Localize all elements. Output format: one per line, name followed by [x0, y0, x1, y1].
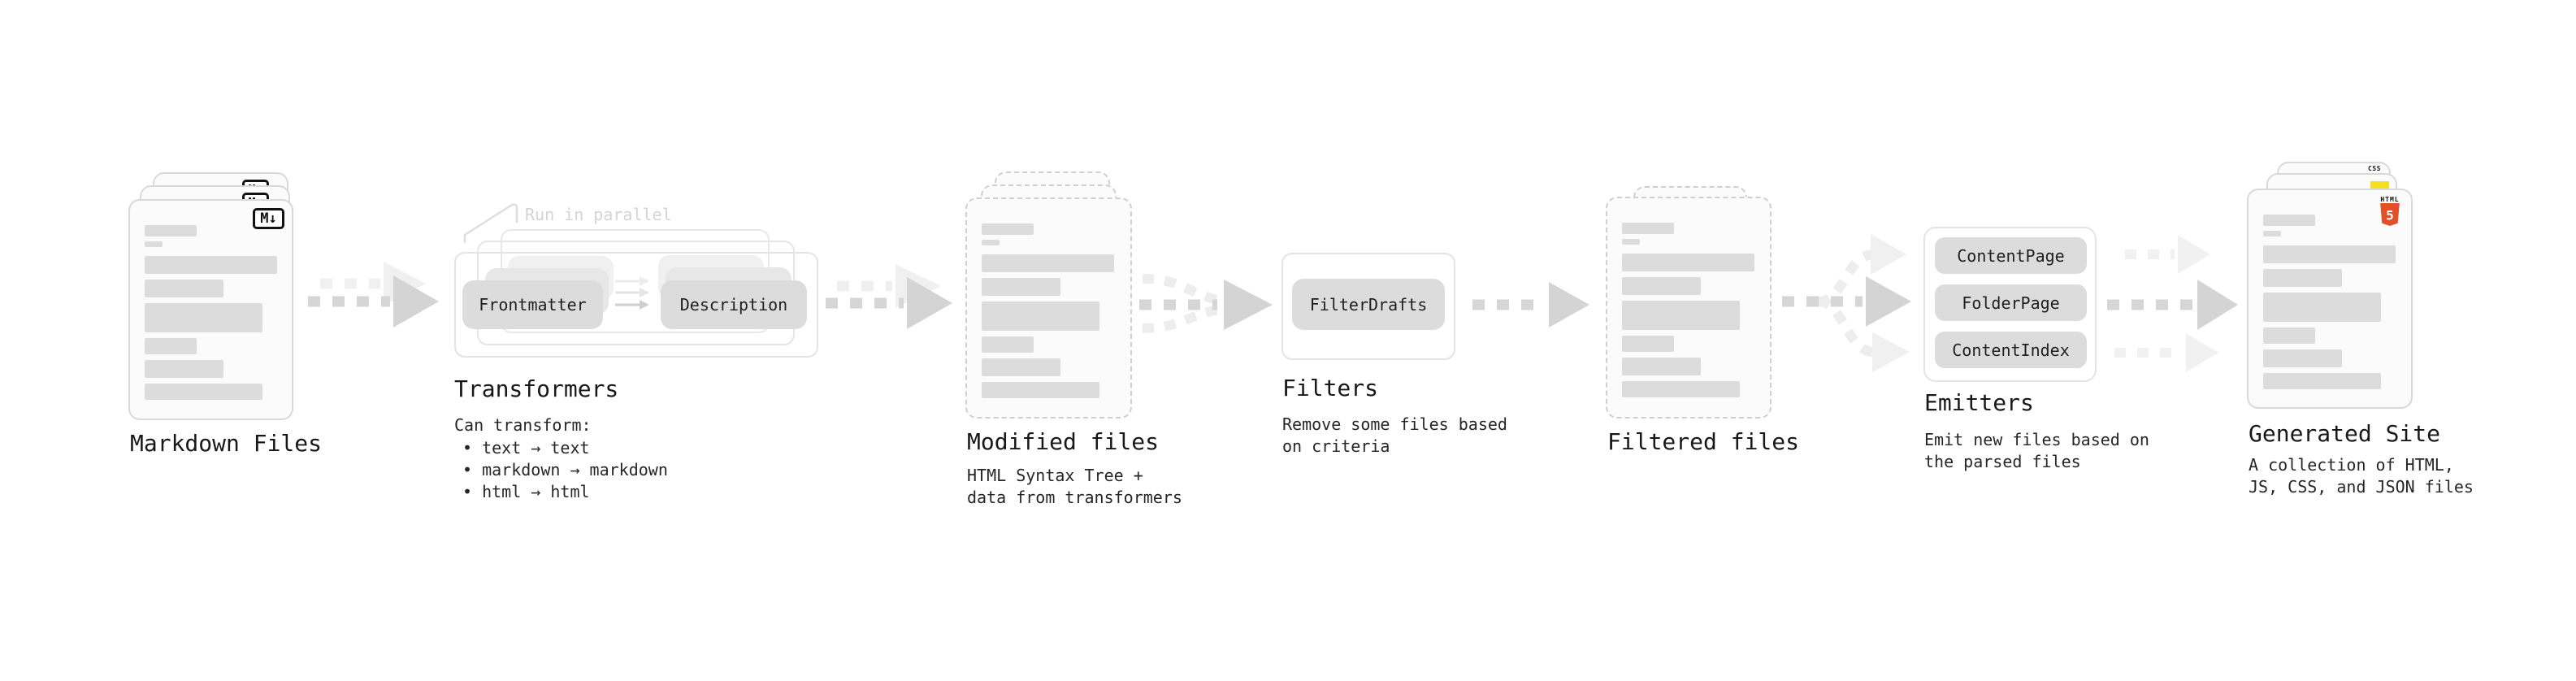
contentpage-pill: ContentPage [1935, 237, 2087, 274]
html-file-card-front: HTML 5 [2247, 189, 2413, 409]
run-in-parallel-note: Run in parallel [525, 205, 672, 224]
skeleton-text-line [2263, 373, 2381, 389]
skeleton-text-line [1622, 381, 1740, 397]
skeleton-text-line [982, 223, 1034, 235]
markdown-icon: M↓ [253, 208, 284, 229]
description-transformer-pill: Description [661, 280, 807, 329]
skeleton-text-line [2263, 231, 2281, 236]
skeleton-text-line [2263, 269, 2342, 287]
skeleton-text-line [2263, 293, 2381, 322]
modified-files-title: Modified files [967, 428, 1160, 455]
emitters-subtitle: the parsed files [1924, 452, 2081, 471]
contentindex-pill: ContentIndex [1935, 332, 2087, 368]
skeleton-text-line [1622, 336, 1674, 352]
transformer-layer-box-front [454, 252, 818, 358]
filters-subtitle: on criteria [1282, 436, 1390, 456]
filterdrafts-pill: FilterDrafts [1292, 279, 1445, 330]
skeleton-text-line [982, 278, 1060, 296]
svg-text:5: 5 [2386, 207, 2394, 223]
skeleton-text-line [145, 303, 262, 332]
skeleton-text-line [982, 336, 1034, 353]
transformer-pill-arrows [615, 276, 649, 310]
markdown-file-card-front: M↓ [128, 199, 293, 420]
skeleton-text-line [145, 338, 197, 354]
skeleton-text-line [982, 301, 1099, 331]
filtered-files-title: Filtered files [1607, 428, 1800, 455]
arrow-emitters-to-generated-top [2125, 235, 2210, 274]
skeleton-text-line [145, 384, 262, 400]
skeleton-text-line [982, 240, 1000, 245]
arrow-emitters-to-generated-bottom [2114, 333, 2218, 372]
arrow-filters-to-filtered [1472, 282, 1589, 327]
modified-files-subtitle: data from transformers [967, 488, 1182, 507]
modified-files-subtitle: HTML Syntax Tree + [967, 466, 1143, 485]
markdown-files-title: Markdown Files [130, 430, 323, 457]
arrow-transformers-to-modified [826, 277, 952, 329]
skeleton-text-line [2263, 245, 2396, 263]
emitters-subtitle: Emit new files based on [1924, 430, 2149, 449]
skeleton-text-line [145, 241, 163, 247]
skeleton-text-line [145, 360, 223, 378]
skeleton-text-line [1622, 301, 1740, 330]
folderpage-pill: FolderPage [1935, 284, 2087, 321]
emitters-title: Emitters [1924, 389, 2034, 416]
transformers-subtitle: Can transform: [454, 415, 592, 435]
run-in-parallel-leader-line [463, 203, 518, 244]
skeleton-text-line [145, 280, 223, 297]
emitters-box [1923, 227, 2097, 382]
filters-subtitle: Remove some files based [1282, 414, 1507, 434]
arrow-emitters-to-generated-middle [2107, 280, 2238, 330]
skeleton-text-line [1622, 254, 1754, 271]
arrow-modified-to-filters [1139, 274, 1273, 333]
filtered-file-card-front [1606, 197, 1772, 419]
frontmatter-transformer-pill: Frontmatter [462, 280, 603, 329]
skeleton-text-line [2263, 327, 2315, 344]
skeleton-text-line [982, 358, 1060, 376]
html5-icon: HTML 5 [2378, 196, 2402, 226]
filters-title: Filters [1282, 375, 1379, 401]
skeleton-text-line [1622, 358, 1701, 375]
arrow-filtered-to-emitters [1782, 234, 1911, 372]
javascript-icon [2370, 181, 2389, 189]
skeleton-text-line [1622, 223, 1674, 234]
skeleton-text-line [1622, 239, 1640, 245]
transformers-bullet: • html → html [462, 482, 590, 501]
skeleton-text-line [2263, 349, 2342, 367]
transformers-bullet: • text → text [462, 438, 590, 458]
generated-site-subtitle: A collection of HTML, [2249, 455, 2454, 475]
skeleton-text-line [145, 256, 277, 274]
generated-site-subtitle: JS, CSS, and JSON files [2249, 477, 2474, 497]
skeleton-text-line [2263, 215, 2315, 226]
filters-box [1281, 253, 1455, 360]
skeleton-text-line [145, 225, 197, 236]
skeleton-text-line [982, 254, 1114, 272]
transformers-title: Transformers [454, 375, 619, 402]
transformers-bullet: • markdown → markdown [462, 460, 668, 479]
skeleton-text-line [982, 382, 1099, 398]
skeleton-text-line [1622, 277, 1701, 295]
modified-file-card-front [965, 197, 1132, 419]
generated-site-title: Generated Site [2249, 420, 2441, 447]
arrow-markdown-to-transformers [308, 275, 439, 327]
